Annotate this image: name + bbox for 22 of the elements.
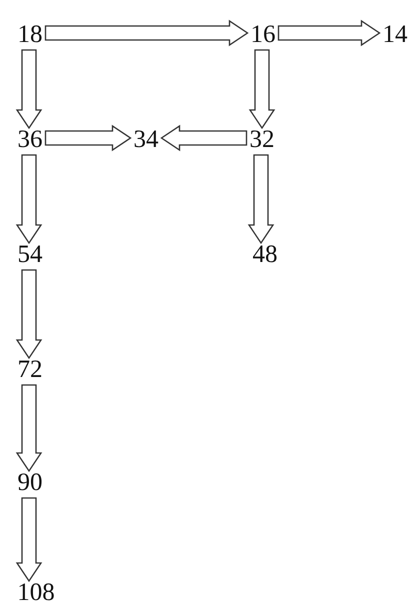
block-arrow (248, 49, 276, 130)
number-label: 16 (250, 22, 276, 48)
block-arrow (16, 49, 42, 130)
block-arrow (44, 20, 249, 46)
block-arrow (278, 20, 381, 46)
block-arrow (16, 497, 42, 582)
number-label: 72 (16, 357, 44, 383)
block-arrow (44, 124, 132, 152)
block-arrow (16, 269, 42, 360)
block-arrow (160, 124, 248, 152)
number-label: 54 (16, 242, 44, 268)
number-label: 32 (248, 127, 276, 153)
number-label: 18 (16, 22, 44, 48)
number-label: 14 (382, 22, 408, 48)
number-label: 36 (16, 127, 44, 153)
block-arrow (248, 154, 274, 244)
block-arrow (16, 154, 42, 244)
number-label: 48 (252, 242, 278, 268)
number-label: 34 (132, 127, 160, 153)
number-label: 108 (16, 580, 56, 606)
number-label: 90 (16, 470, 44, 496)
block-arrow (16, 384, 42, 472)
